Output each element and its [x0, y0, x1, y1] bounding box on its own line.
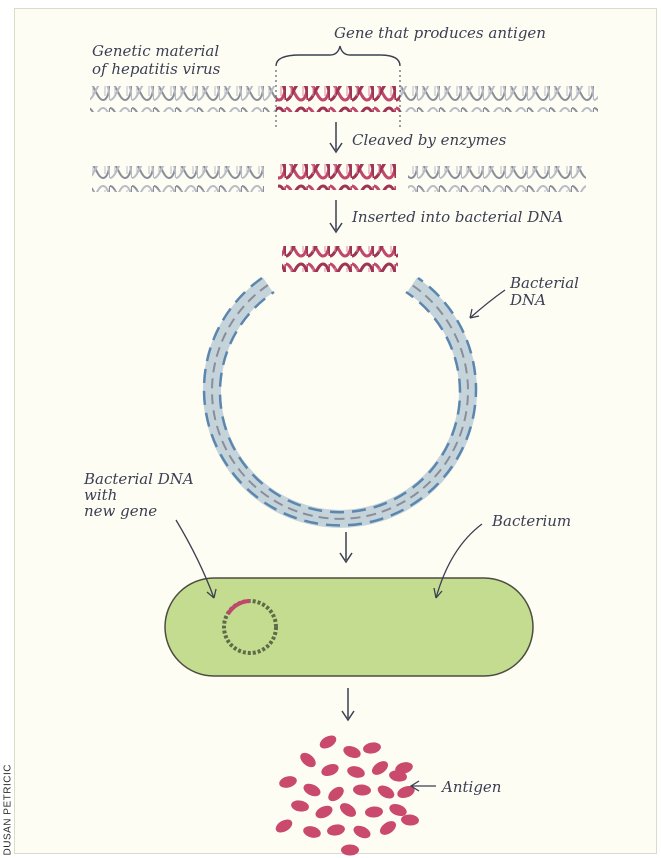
antigen-cluster	[273, 733, 419, 856]
label-bacterial-dna-1: Bacterial	[509, 274, 579, 292]
antigen-particle	[342, 744, 363, 760]
arrow-cleave	[330, 122, 342, 152]
label-inserted: Inserted into bacterial DNA	[351, 208, 563, 226]
antigen-particle	[278, 774, 298, 789]
antigen-particle	[353, 784, 372, 797]
label-genetic-material-2: of hepatitis virus	[92, 60, 221, 78]
label-gene-antigen: Gene that produces antigen	[334, 24, 546, 42]
antigen-particle	[326, 784, 347, 804]
antigen-particle	[352, 823, 373, 841]
label-bacterial-dna-2: DNA	[509, 291, 546, 309]
antigen-particle	[377, 818, 398, 837]
label-new-gene-3: new gene	[84, 502, 157, 520]
bacterial-plasmid	[204, 278, 476, 525]
antigen-particle	[298, 750, 319, 770]
bacterium	[165, 578, 533, 676]
antigen-particle	[326, 823, 346, 837]
antigen-particle	[375, 783, 396, 802]
arrow-to-bacterium	[340, 532, 352, 562]
photo-credit: DUSAN PETRICIC	[3, 736, 14, 856]
pointer-bacterial-dna	[470, 290, 505, 318]
label-bacterium: Bacterium	[491, 512, 571, 530]
antigen-particle	[365, 806, 384, 819]
arrow-to-antigen	[342, 688, 354, 720]
antigen-particle	[341, 845, 359, 856]
antigen-particle	[302, 824, 322, 839]
label-antigen: Antigen	[440, 778, 501, 796]
label-cleaved: Cleaved by enzymes	[352, 131, 507, 149]
label-genetic-material-1: Genetic material	[92, 42, 219, 60]
antigen-particle	[337, 800, 358, 819]
antigen-particle	[346, 764, 366, 779]
antigen-particle	[302, 781, 323, 799]
arrow-antigen-label	[411, 781, 436, 791]
antigen-particle	[320, 762, 341, 778]
antigen-particle	[317, 733, 338, 752]
antigen-particle	[314, 803, 335, 821]
cleaved-fragments	[92, 164, 586, 192]
viral-dna-strand	[90, 86, 598, 112]
gene-brace	[276, 46, 400, 66]
antigen-particle	[273, 817, 294, 836]
inserted-gene	[282, 246, 398, 272]
antigen-particle	[369, 758, 390, 777]
antigen-particle	[362, 741, 382, 755]
antigen-particle	[290, 799, 310, 813]
arrow-insert	[330, 200, 342, 232]
